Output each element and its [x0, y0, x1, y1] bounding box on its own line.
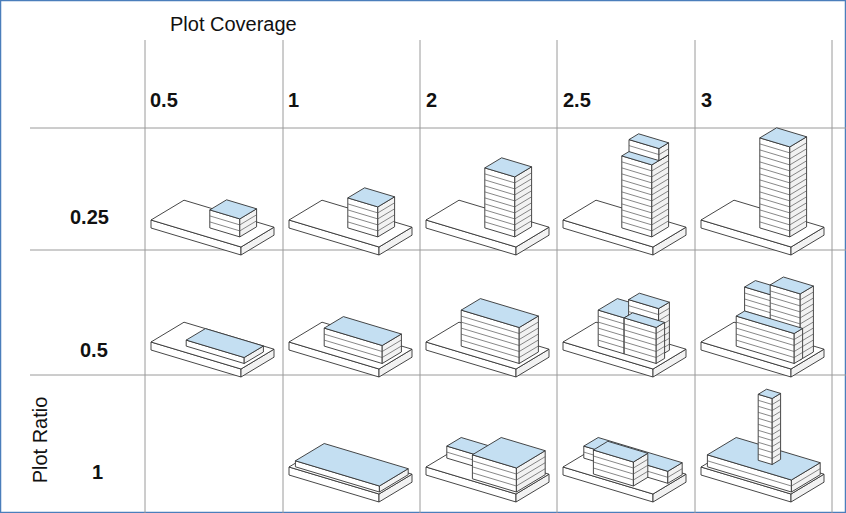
plot-model — [151, 322, 274, 377]
plot-model — [701, 389, 824, 502]
plot-model — [289, 188, 412, 255]
plot-model — [563, 134, 686, 255]
plot-model — [563, 293, 686, 377]
plot-model — [151, 200, 274, 255]
axis-value: 0.5 — [150, 90, 178, 110]
axis-value: 0.25 — [70, 207, 109, 227]
plot-model — [701, 128, 824, 255]
plot-model — [289, 444, 412, 503]
axis-value: 0.5 — [80, 340, 108, 360]
plot-model — [289, 317, 412, 377]
axis-value: 2 — [426, 90, 437, 110]
axis-value: 1 — [288, 90, 299, 110]
plot-model — [563, 438, 686, 503]
axis-value: 3 — [701, 90, 712, 110]
grid-lines — [30, 40, 846, 513]
plot-model — [701, 277, 824, 377]
axis-title: Plot Coverage — [170, 14, 297, 34]
plot-model — [426, 158, 549, 255]
plot-model — [426, 299, 549, 377]
axis-title: Plot Ratio — [30, 397, 50, 484]
axis-value: 2.5 — [563, 90, 591, 110]
building-drawings — [151, 128, 824, 502]
plot-model — [426, 438, 549, 503]
axis-value: 1 — [92, 462, 103, 482]
